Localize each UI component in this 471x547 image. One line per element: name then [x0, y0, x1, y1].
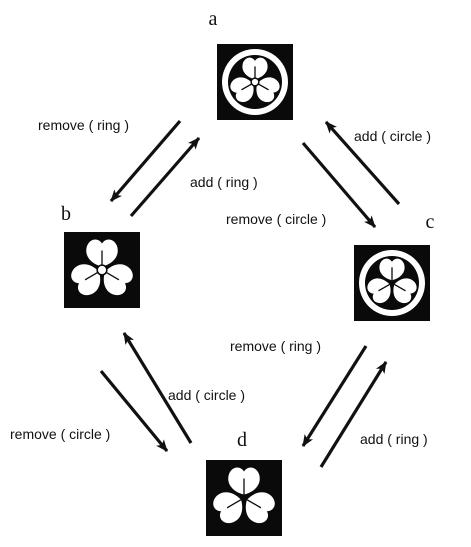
petal-shape [71, 264, 101, 296]
node-letter-d: d [237, 429, 247, 451]
arrow-c-to-d [301, 345, 368, 447]
petal-shape [245, 492, 275, 524]
petal-shape [256, 77, 280, 103]
arrow-d-to-c [319, 361, 388, 468]
petal-shape [393, 278, 417, 304]
node-letter-b: b [61, 203, 71, 225]
edge-label-a-to-c: remove ( circle ) [226, 211, 326, 227]
edge-label-d-to-b: add ( circle ) [168, 387, 245, 403]
node-letter-a: a [209, 8, 218, 30]
petal-shape [242, 57, 268, 80]
node-tile-a [217, 44, 293, 120]
node-tile-b [64, 232, 140, 308]
petal-shape [228, 467, 260, 495]
edge-label-c-to-d: remove ( ring ) [230, 338, 321, 354]
node-tile-d [206, 460, 282, 536]
edge-label-b-to-a: add ( ring ) [190, 174, 258, 190]
arrow-a-to-b [109, 119, 182, 203]
arrow-b-to-d [99, 369, 169, 453]
arrow-a-to-c [301, 141, 377, 229]
petal-shape [230, 77, 254, 103]
arrow-b-to-a [129, 136, 201, 218]
petal-shape [103, 264, 133, 296]
edge-label-a-to-b: remove ( ring ) [38, 117, 129, 133]
petal-shape [213, 492, 243, 524]
petal-shape [379, 258, 405, 281]
center-circle-shape [96, 264, 108, 276]
petal-shape [367, 278, 391, 304]
center-circle-shape [250, 77, 260, 87]
node-tile-c [354, 245, 430, 321]
arrow-d-to-b [122, 332, 193, 444]
node-letter-c: c [426, 211, 435, 233]
edge-label-c-to-a: add ( circle ) [354, 128, 431, 144]
petal-shape [86, 239, 118, 267]
edge-label-b-to-d: remove ( circle ) [10, 426, 110, 442]
edge-label-d-to-c: add ( ring ) [360, 431, 428, 447]
arrow-c-to-a [324, 120, 401, 206]
